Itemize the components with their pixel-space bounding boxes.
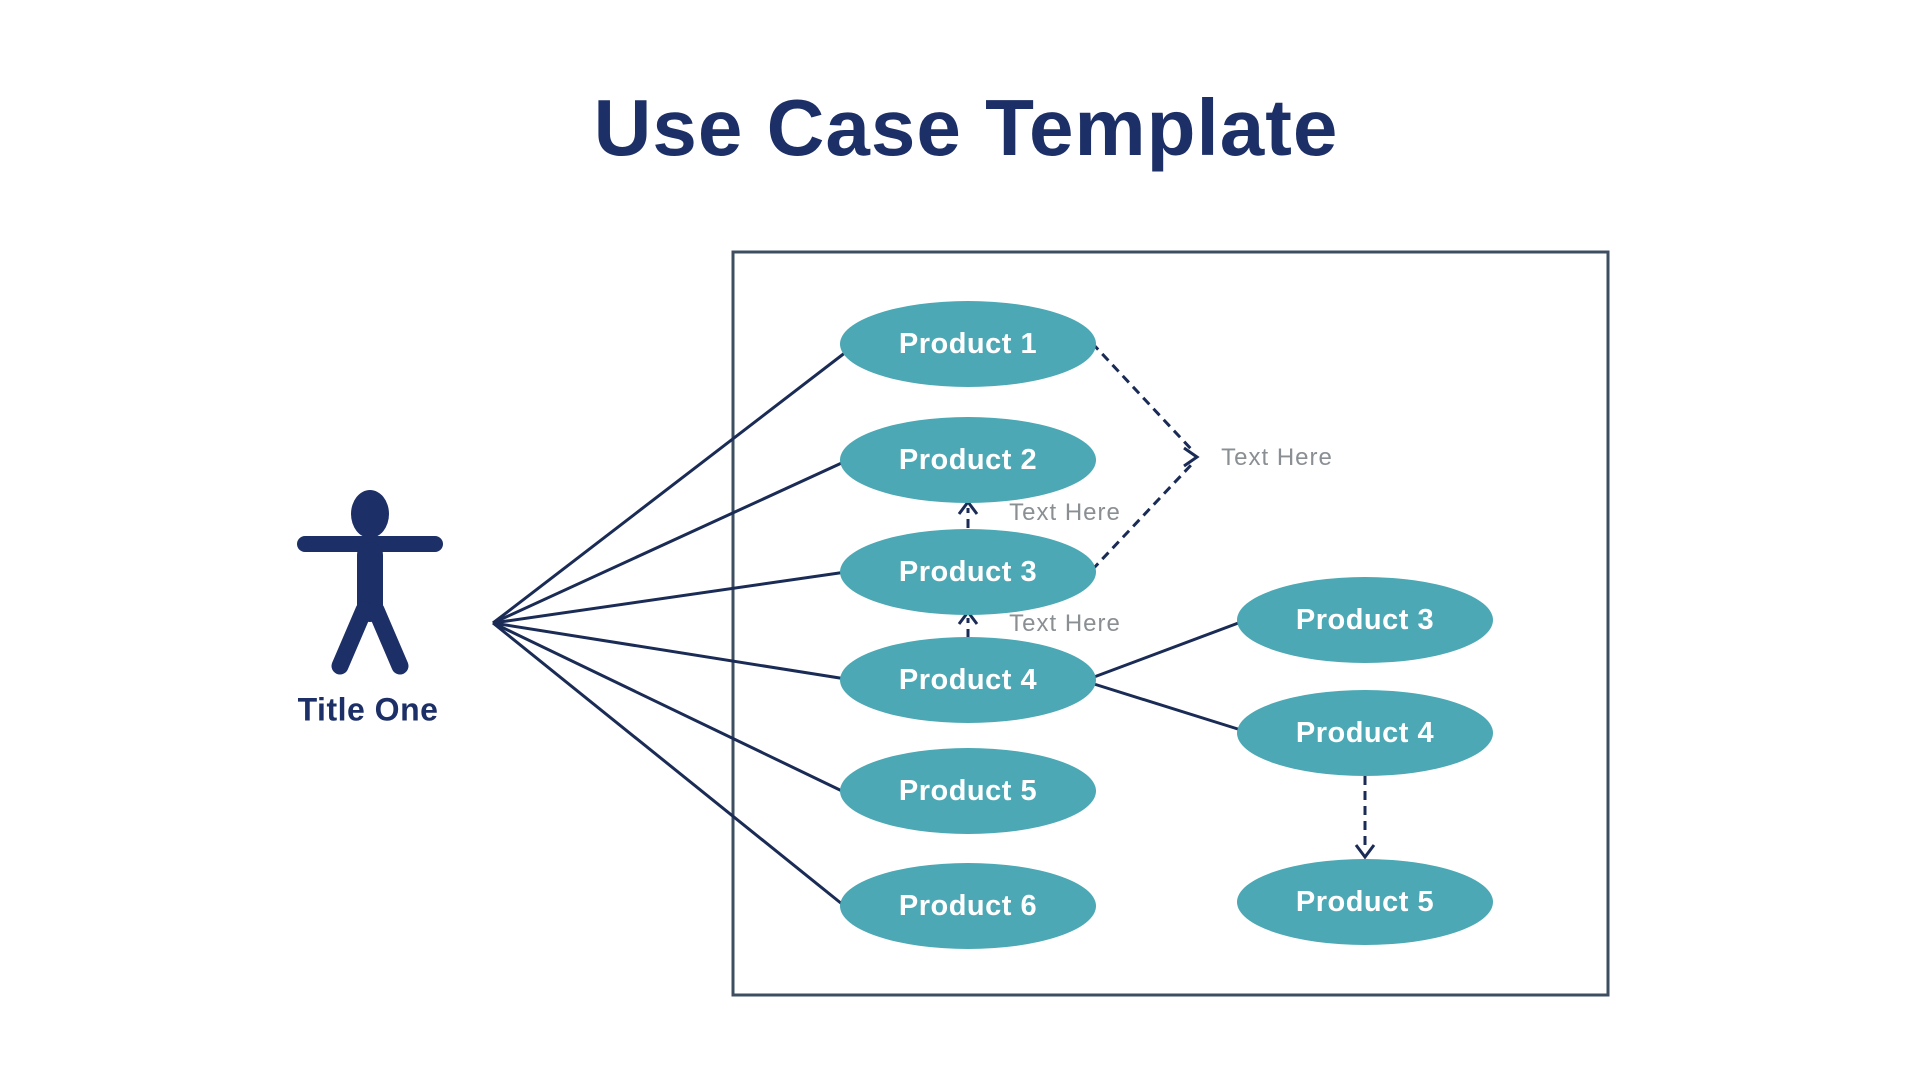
usecase-right-product-4: Product 4	[1237, 690, 1493, 776]
association-line-product-6	[492, 621, 843, 906]
usecase-right-product-3: Product 3	[1237, 577, 1493, 663]
usecase-right-product-5: Product 5	[1237, 859, 1493, 945]
actor-head	[351, 490, 389, 538]
association-line-right-product-3	[1093, 620, 1242, 679]
arrowhead-down-icon	[1354, 844, 1376, 860]
arrowhead-right-icon	[1183, 446, 1200, 468]
association-line-product-2	[492, 459, 847, 625]
system-boundary-box	[731, 250, 1610, 997]
usecase-product-3: Product 3	[840, 529, 1096, 615]
dashed-line-from-product-1	[1090, 341, 1194, 452]
dashed-line-from-product-3	[1090, 462, 1194, 572]
annotation-text-2: Text Here	[1009, 610, 1121, 637]
actor-legs	[331, 601, 409, 675]
page-title: Use Case Template	[593, 83, 1339, 172]
actor-icon	[297, 490, 443, 675]
include-arrow-p3-p2	[957, 499, 979, 528]
annotation-text-3: Text Here	[1221, 444, 1333, 471]
extend-dashed-connector	[1090, 341, 1200, 572]
annotation-text-1: Text Here	[1009, 499, 1121, 526]
usecase-product-6: Product 6	[840, 863, 1096, 949]
association-line-product-5	[492, 621, 843, 793]
association-line-product-1	[492, 350, 847, 625]
include-arrow-rp4-rp5	[1354, 776, 1376, 860]
association-line-product-4	[492, 621, 847, 681]
association-line-product-3	[492, 570, 847, 625]
actor-label: Title One	[297, 691, 439, 728]
include-arrow-p4-p3	[957, 609, 979, 638]
usecase-product-5: Product 5	[840, 748, 1096, 834]
usecase-product-1: Product 1	[840, 301, 1096, 387]
actor-association-lines	[492, 350, 847, 906]
association-line-right-product-4	[1093, 682, 1242, 732]
usecase-product-4: Product 4	[840, 637, 1096, 723]
product4-association-lines	[1093, 620, 1242, 732]
usecase-product-2: Product 2	[840, 417, 1096, 503]
